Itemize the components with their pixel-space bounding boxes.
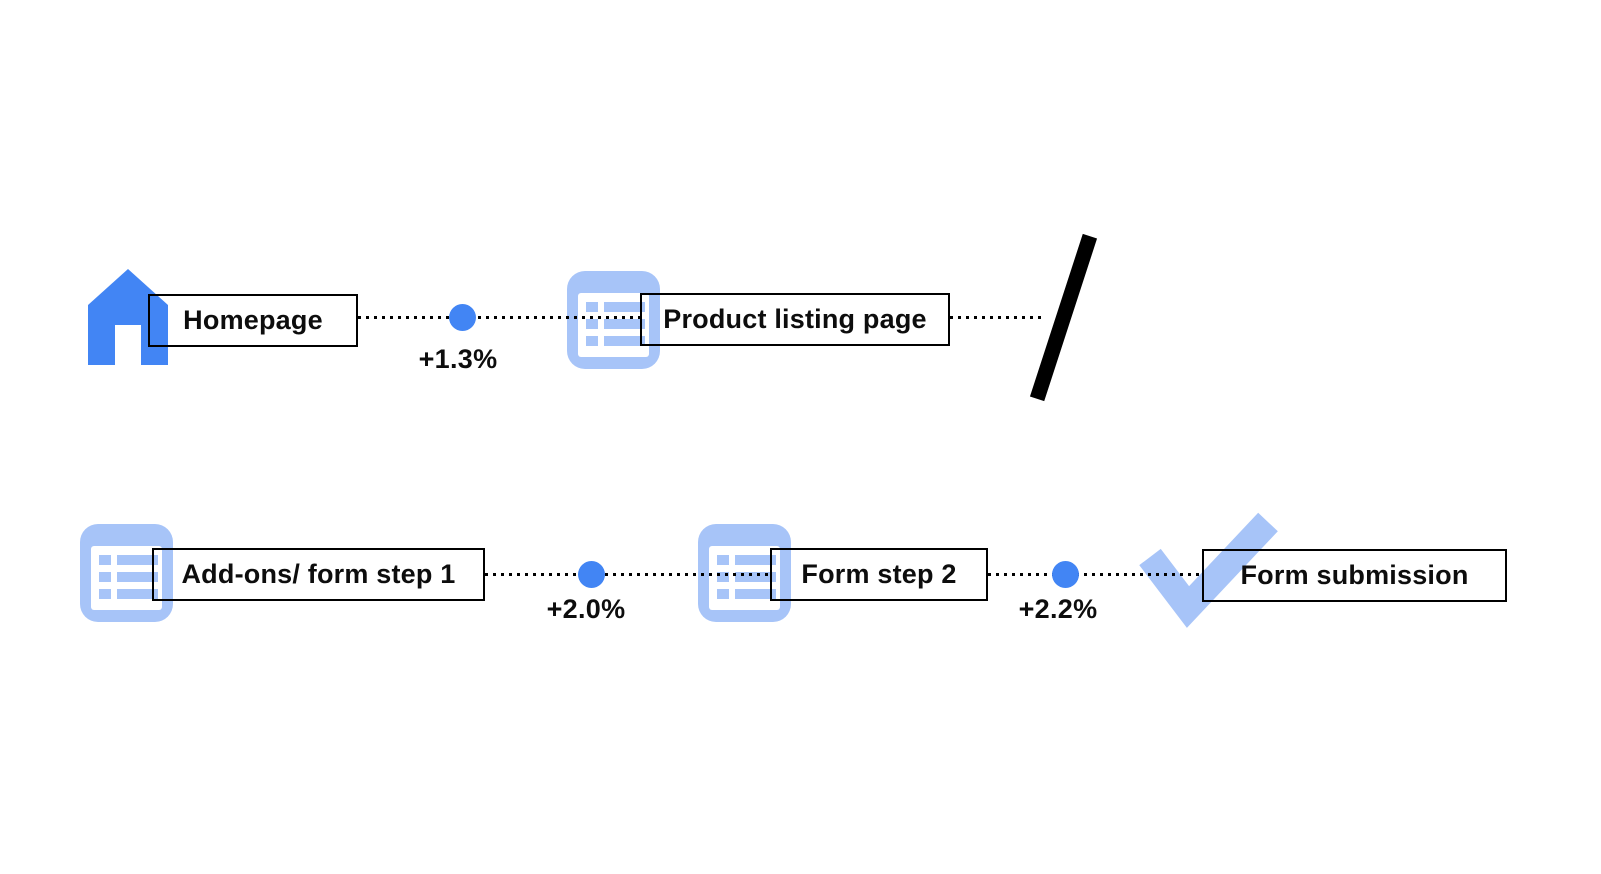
node-box-form-step-2: Form step 2	[770, 548, 988, 601]
conversion-delta-label: +1.3%	[418, 344, 498, 374]
connector-dotted-line	[988, 573, 1202, 576]
conversion-dot	[578, 561, 605, 588]
node-box-form-submission: Form submission	[1202, 549, 1507, 602]
conversion-delta-label: +2.2%	[1018, 594, 1098, 624]
node-label-form-submission: Form submission	[1240, 560, 1469, 590]
connector-dotted-line	[358, 316, 640, 319]
conversion-dot	[1052, 561, 1079, 588]
node-box-addons-form-step-1: Add-ons/ form step 1	[152, 548, 485, 601]
connector-dotted-line	[485, 573, 770, 576]
connector-dotted-line	[950, 316, 1045, 319]
node-box-product-listing: Product listing page	[640, 293, 950, 346]
node-label-homepage: Homepage	[183, 305, 323, 335]
node-box-homepage: Homepage	[148, 294, 358, 347]
conversion-dot	[449, 304, 476, 331]
conversion-delta-label: +2.0%	[546, 594, 626, 624]
list-icon	[567, 271, 660, 369]
node-label-product-listing: Product listing page	[663, 304, 927, 334]
node-label-addons-form-step-1: Add-ons/ form step 1	[181, 559, 456, 589]
list-icon	[80, 524, 173, 622]
node-label-form-step-2: Form step 2	[801, 559, 957, 589]
